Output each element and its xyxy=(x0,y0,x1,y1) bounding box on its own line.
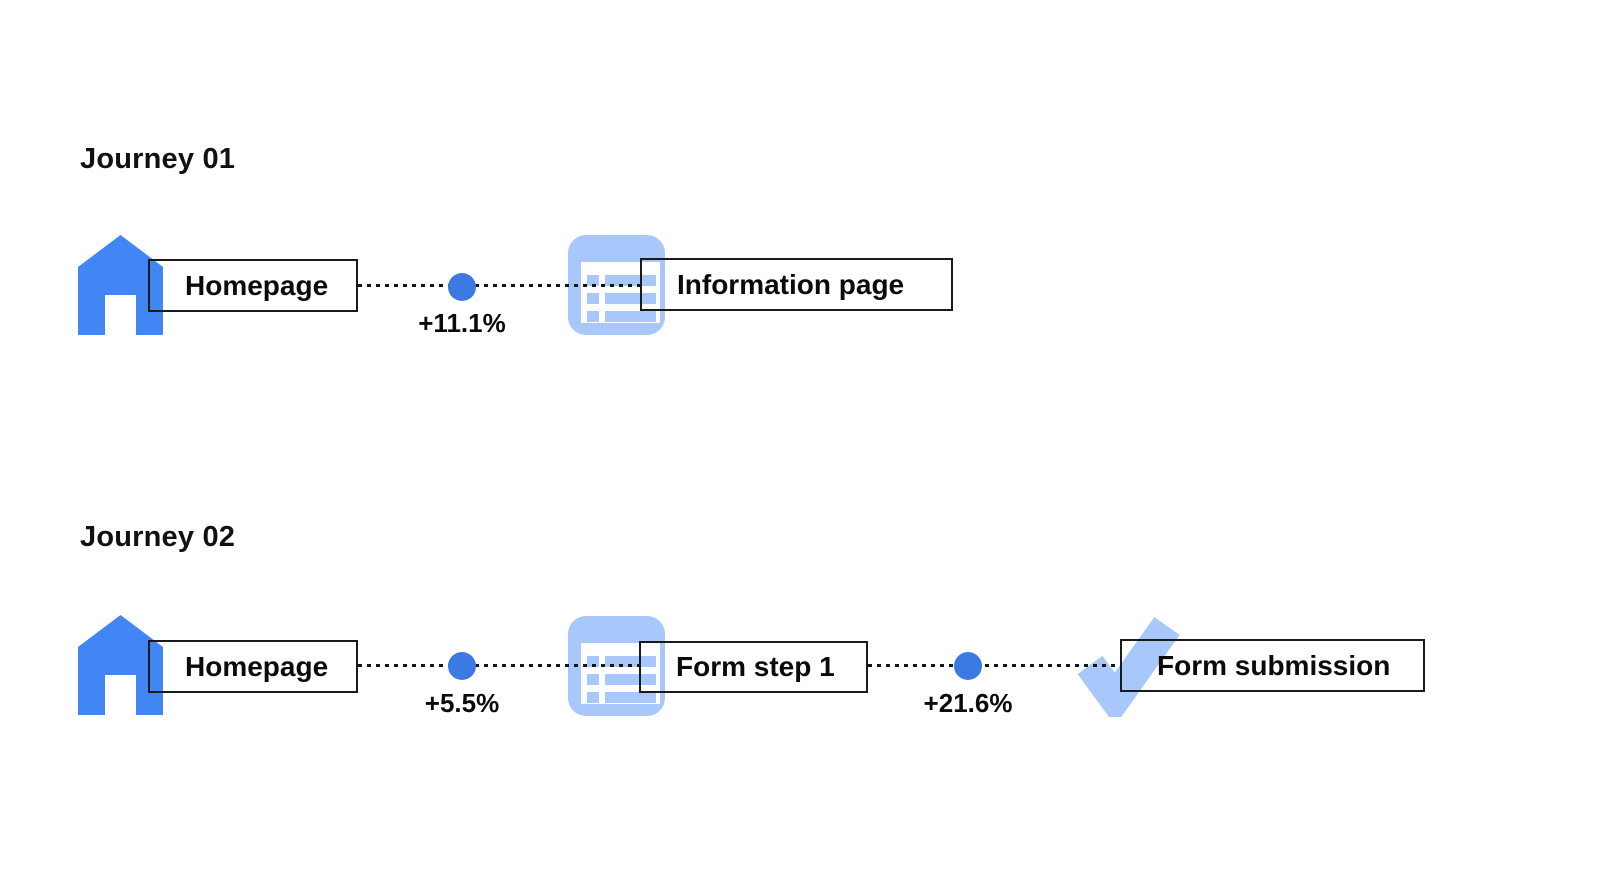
connector-line xyxy=(868,664,1120,667)
journey-title: Journey 01 xyxy=(80,143,236,175)
node-label-box: Information page xyxy=(640,258,953,311)
node-label: Homepage xyxy=(185,650,329,682)
connector-line xyxy=(358,284,640,287)
node-label: Form submission xyxy=(1157,649,1391,681)
node-label: Homepage xyxy=(185,269,329,301)
connector-dot xyxy=(954,652,982,680)
home-icon xyxy=(78,615,163,716)
delta-label: +21.6% xyxy=(923,688,1013,718)
checkmark-icon xyxy=(1073,613,1185,726)
node-label-box: Form submission xyxy=(1120,639,1425,692)
delta-label: +5.5% xyxy=(424,688,500,718)
connector-dot xyxy=(448,273,476,301)
connector-dot xyxy=(448,652,476,680)
connector-line xyxy=(358,664,639,667)
node-label-box: Homepage xyxy=(148,259,358,312)
journey-title: Journey 02 xyxy=(80,521,236,553)
node-label-box: Homepage xyxy=(148,640,358,693)
delta-label: +11.1% xyxy=(418,308,506,338)
node-label: Form step 1 xyxy=(676,651,835,682)
node-label-box: Form step 1 xyxy=(639,641,868,693)
node-label: Information page xyxy=(677,268,905,300)
home-icon xyxy=(78,235,163,336)
